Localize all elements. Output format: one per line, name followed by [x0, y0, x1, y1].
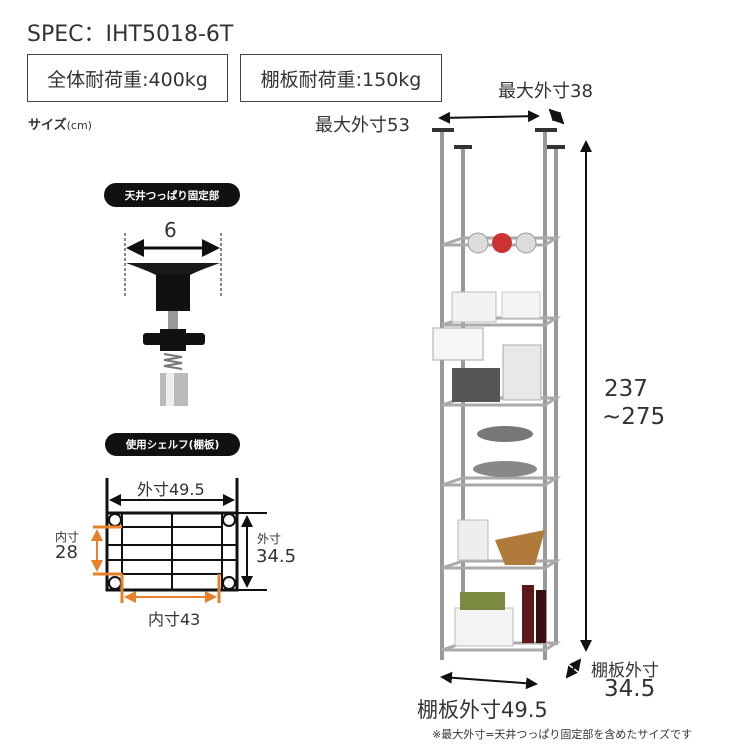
spec-title: SPEC：IHT5018-6T	[27, 22, 234, 47]
height-max: ~275	[602, 404, 666, 430]
size-label-text: サイズ	[28, 118, 67, 133]
fixture-width: 6	[164, 218, 177, 242]
rack-image	[432, 128, 565, 660]
height-min: 237	[604, 376, 648, 402]
outer-depth-value: 34.5	[256, 546, 297, 567]
shelf-load-box: 棚板耐荷重:150kg	[240, 54, 442, 102]
outer-depth-label: 外寸	[257, 532, 282, 546]
footnote: ※最大外寸=天井つっぱり固定部を含めたサイズです	[432, 728, 693, 741]
size-label: サイズ(cm)	[28, 114, 92, 133]
shelf-depth-value: 34.5	[604, 676, 656, 702]
inner-depth-label: 内寸	[55, 530, 80, 544]
shelf-width-label: 棚板外寸49.5	[417, 698, 548, 722]
size-unit: (cm)	[66, 119, 92, 132]
inner-depth-value: 28	[55, 542, 78, 563]
max-depth-label: 最大外寸38	[498, 81, 593, 102]
shelf-diagram-title: 使用シェルフ(棚板)	[105, 433, 240, 456]
shelf-depth-label: 棚板外寸	[591, 661, 659, 681]
fixture-title: 天井つっぱり固定部	[104, 183, 240, 207]
inner-width-label: 内寸43	[148, 610, 201, 629]
total-load-box: 全体耐荷重:400kg	[27, 54, 228, 102]
shelf-diagram	[91, 478, 267, 603]
rack-dimension-arrows	[438, 108, 592, 690]
ceiling-fixture-image	[124, 233, 222, 406]
max-width-label: 最大外寸53	[315, 115, 410, 136]
